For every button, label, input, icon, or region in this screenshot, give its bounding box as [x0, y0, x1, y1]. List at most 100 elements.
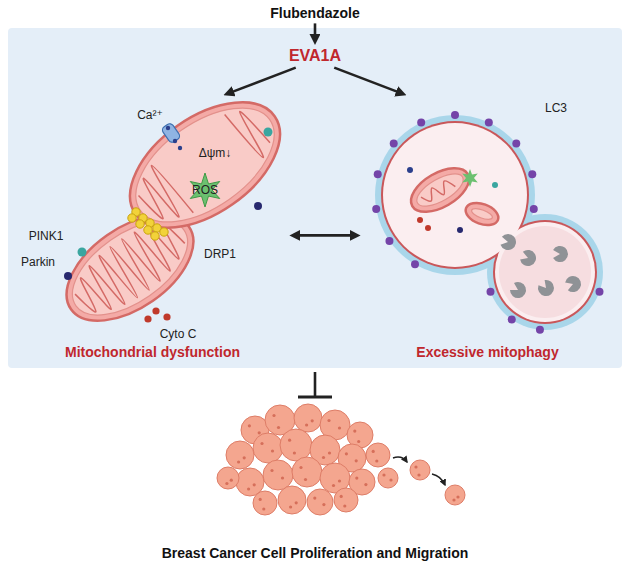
node-text: Flubendazole	[270, 5, 359, 22]
cell-granule	[357, 440, 360, 443]
cell-granule	[272, 414, 275, 417]
cancer-cell	[226, 441, 254, 469]
callout-label: LC3	[545, 101, 567, 115]
migration-arrow	[432, 474, 445, 485]
mitochondrion-fragment	[463, 199, 502, 229]
autophagosome-membrane	[381, 121, 529, 269]
hydrolase-enzyme	[510, 282, 526, 298]
cell-granule	[281, 476, 284, 479]
arrow-connector	[230, 68, 296, 93]
drp1-dot	[128, 214, 136, 222]
cell-granule	[345, 452, 348, 455]
small-dot	[457, 227, 463, 233]
outer-membrane	[463, 199, 502, 229]
pink1-dot	[78, 248, 87, 257]
drp1-dot	[151, 232, 159, 240]
cell-granule	[355, 477, 358, 480]
cristae	[420, 177, 456, 205]
inhibition-line	[314, 372, 317, 396]
cell-granule	[417, 473, 420, 476]
lc3-dot	[536, 326, 544, 334]
cytochrome-c-dot	[144, 315, 151, 322]
cell-granule	[293, 451, 296, 454]
parkin-dot	[254, 202, 262, 210]
cell-granule	[262, 507, 265, 510]
cancer-cell	[278, 486, 306, 514]
cancer-cell	[445, 485, 465, 505]
lc3-dot	[385, 237, 393, 245]
cell-granule	[375, 459, 378, 462]
lysosome-lumen	[499, 226, 591, 318]
callout-label: PINK1	[29, 229, 64, 243]
pink1-dot	[264, 128, 273, 137]
cell-granule	[338, 479, 341, 482]
cell-granule	[382, 473, 385, 476]
cell-granule	[322, 503, 325, 506]
cell-granule	[230, 479, 233, 482]
mitochondrion	[108, 77, 302, 253]
callout-label: Parkin	[21, 255, 55, 269]
hydrolase-enzyme	[500, 234, 516, 250]
node-text: Breast Cancer Cell Proliferation and Mig…	[162, 545, 469, 562]
small-dot	[492, 182, 498, 188]
small-dot	[425, 225, 431, 231]
lc3-dot	[372, 205, 380, 213]
cell-granule	[277, 426, 280, 429]
autophagosome-membrane	[495, 222, 595, 322]
cell-granule	[452, 498, 455, 501]
migration-arrow	[393, 457, 407, 462]
cell-granule	[364, 483, 367, 486]
lc3-dot	[374, 170, 382, 178]
callout-label: ROS	[192, 183, 218, 197]
lc3-dot	[596, 288, 604, 296]
hydrolase-enzyme	[520, 250, 536, 266]
lc3-dot	[508, 316, 516, 324]
node-text: EVA1A	[289, 46, 341, 65]
drug-label: Flubendazole	[264, 3, 365, 24]
cell-granule	[295, 501, 298, 504]
cell-granule	[304, 478, 307, 481]
lc3-dot	[512, 140, 520, 148]
node-text: Mitochondrial dysfunction	[65, 344, 240, 361]
small-dot	[417, 217, 423, 223]
node-text: Excessive mitophagy	[416, 344, 558, 361]
cancer-cell	[294, 404, 322, 432]
cell-granule	[299, 466, 302, 469]
inner-membrane	[470, 206, 493, 221]
arrow-connector	[334, 68, 400, 93]
lc3-dot	[411, 260, 419, 268]
lc3-dot	[451, 111, 459, 119]
cristae	[225, 103, 275, 162]
cell-granule	[253, 483, 256, 486]
parkin-dot	[64, 272, 72, 280]
cell-granule	[305, 423, 308, 426]
illustration-region: Excessive mitophagy	[360, 95, 615, 365]
outer-membrane	[108, 77, 302, 253]
lc3-dot	[528, 170, 536, 178]
target-label: EVA1A	[283, 44, 347, 67]
cell-granule	[288, 439, 291, 442]
hydrolase-enzyme	[565, 276, 581, 292]
cell-granule	[289, 505, 292, 508]
callout-label: Ca²⁺	[137, 108, 163, 122]
background-panel	[8, 28, 622, 368]
calcium-ion	[178, 146, 182, 150]
cancer-cell	[334, 488, 358, 512]
autophagosome-membrane	[493, 220, 597, 324]
cell-granule	[322, 456, 325, 459]
arrow-connector	[314, 23, 317, 38]
cell-granule	[243, 456, 246, 459]
cancer-cell	[263, 460, 293, 490]
cell-granule	[389, 478, 392, 481]
cytochrome-c-dot	[152, 307, 159, 314]
cell-granule	[258, 431, 261, 434]
inner-membrane	[412, 167, 468, 212]
cell-granule	[247, 487, 250, 490]
cell-granule	[343, 504, 346, 507]
cell-granule	[270, 469, 273, 472]
lc3-dot	[486, 288, 494, 296]
cell-granule	[456, 495, 459, 498]
